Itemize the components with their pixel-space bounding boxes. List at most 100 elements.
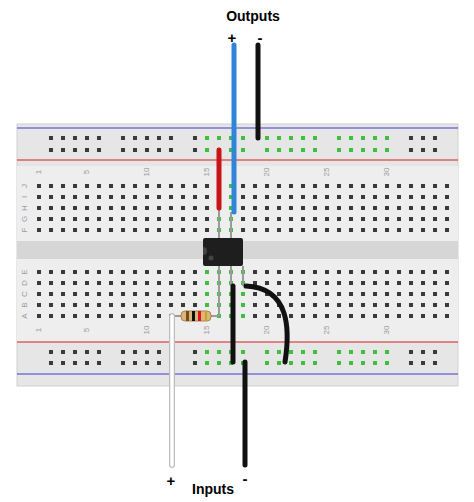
hole xyxy=(301,281,305,285)
hole xyxy=(313,292,317,296)
hole xyxy=(157,195,161,199)
hole xyxy=(397,270,401,274)
hole xyxy=(301,228,305,232)
hole xyxy=(277,136,281,140)
hole xyxy=(265,350,269,354)
hole xyxy=(169,136,173,140)
hole xyxy=(157,314,161,318)
hole xyxy=(385,303,389,307)
hole xyxy=(349,361,353,365)
hole xyxy=(325,228,329,232)
hole xyxy=(337,206,341,210)
hole xyxy=(145,314,149,318)
hole xyxy=(97,281,101,285)
hole xyxy=(433,136,437,140)
hole xyxy=(121,281,125,285)
row-letter: H xyxy=(21,205,29,211)
hole xyxy=(373,184,377,188)
hole xyxy=(301,217,305,221)
hole xyxy=(97,314,101,318)
hole xyxy=(97,270,101,274)
hole xyxy=(205,206,209,210)
hole xyxy=(73,281,77,285)
hole xyxy=(421,136,425,140)
hole xyxy=(157,148,161,152)
hole xyxy=(385,270,389,274)
hole xyxy=(325,184,329,188)
hole xyxy=(37,206,41,210)
hole xyxy=(349,350,353,354)
hole xyxy=(73,217,77,221)
hole xyxy=(217,361,221,365)
hole xyxy=(433,270,437,274)
hole xyxy=(421,281,425,285)
hole xyxy=(169,281,173,285)
hole xyxy=(121,184,125,188)
hole xyxy=(145,184,149,188)
hole xyxy=(337,292,341,296)
hole xyxy=(181,206,185,210)
hole xyxy=(445,303,449,307)
row-letter: A xyxy=(21,313,29,318)
hole xyxy=(193,303,197,307)
hole xyxy=(397,184,401,188)
hole xyxy=(265,303,269,307)
hole xyxy=(361,270,365,274)
hole xyxy=(49,184,53,188)
polarity-sign: - xyxy=(243,471,248,486)
hole xyxy=(337,281,341,285)
hole xyxy=(409,206,413,210)
hole xyxy=(181,195,185,199)
hole xyxy=(421,195,425,199)
hole xyxy=(133,350,137,354)
hole xyxy=(109,217,113,221)
hole xyxy=(37,314,41,318)
hole xyxy=(409,148,413,152)
hole xyxy=(157,228,161,232)
hole xyxy=(385,228,389,232)
hole xyxy=(265,281,269,285)
chip-body xyxy=(203,238,243,266)
hole xyxy=(313,281,317,285)
hole xyxy=(277,228,281,232)
column-number: 1 xyxy=(35,328,43,332)
hole xyxy=(73,270,77,274)
ic-chip xyxy=(203,238,243,266)
column-number: 20 xyxy=(263,326,271,335)
polarity-sign: - xyxy=(258,30,263,45)
hole xyxy=(409,217,413,221)
hole xyxy=(85,350,89,354)
hole xyxy=(61,303,65,307)
hole xyxy=(385,148,389,152)
hole xyxy=(385,217,389,221)
hole xyxy=(373,303,377,307)
hole xyxy=(97,361,101,365)
hole xyxy=(325,206,329,210)
hole xyxy=(85,136,89,140)
hole xyxy=(253,314,257,318)
hole xyxy=(109,184,113,188)
hole xyxy=(169,184,173,188)
hole xyxy=(145,270,149,274)
terminal-area xyxy=(17,166,458,342)
hole xyxy=(121,148,125,152)
hole xyxy=(133,292,137,296)
hole xyxy=(37,195,41,199)
hole xyxy=(109,270,113,274)
hole xyxy=(265,184,269,188)
row-letter: I xyxy=(21,196,29,198)
hole xyxy=(325,292,329,296)
hole xyxy=(157,281,161,285)
hole xyxy=(169,270,173,274)
hole xyxy=(289,136,293,140)
column-number: 1 xyxy=(35,170,43,174)
column-number: 15 xyxy=(203,326,211,335)
hole xyxy=(409,350,413,354)
hole xyxy=(73,136,77,140)
hole xyxy=(73,228,77,232)
hole xyxy=(301,206,305,210)
hole xyxy=(325,303,329,307)
hole xyxy=(49,228,53,232)
hole xyxy=(133,270,137,274)
hole xyxy=(97,228,101,232)
